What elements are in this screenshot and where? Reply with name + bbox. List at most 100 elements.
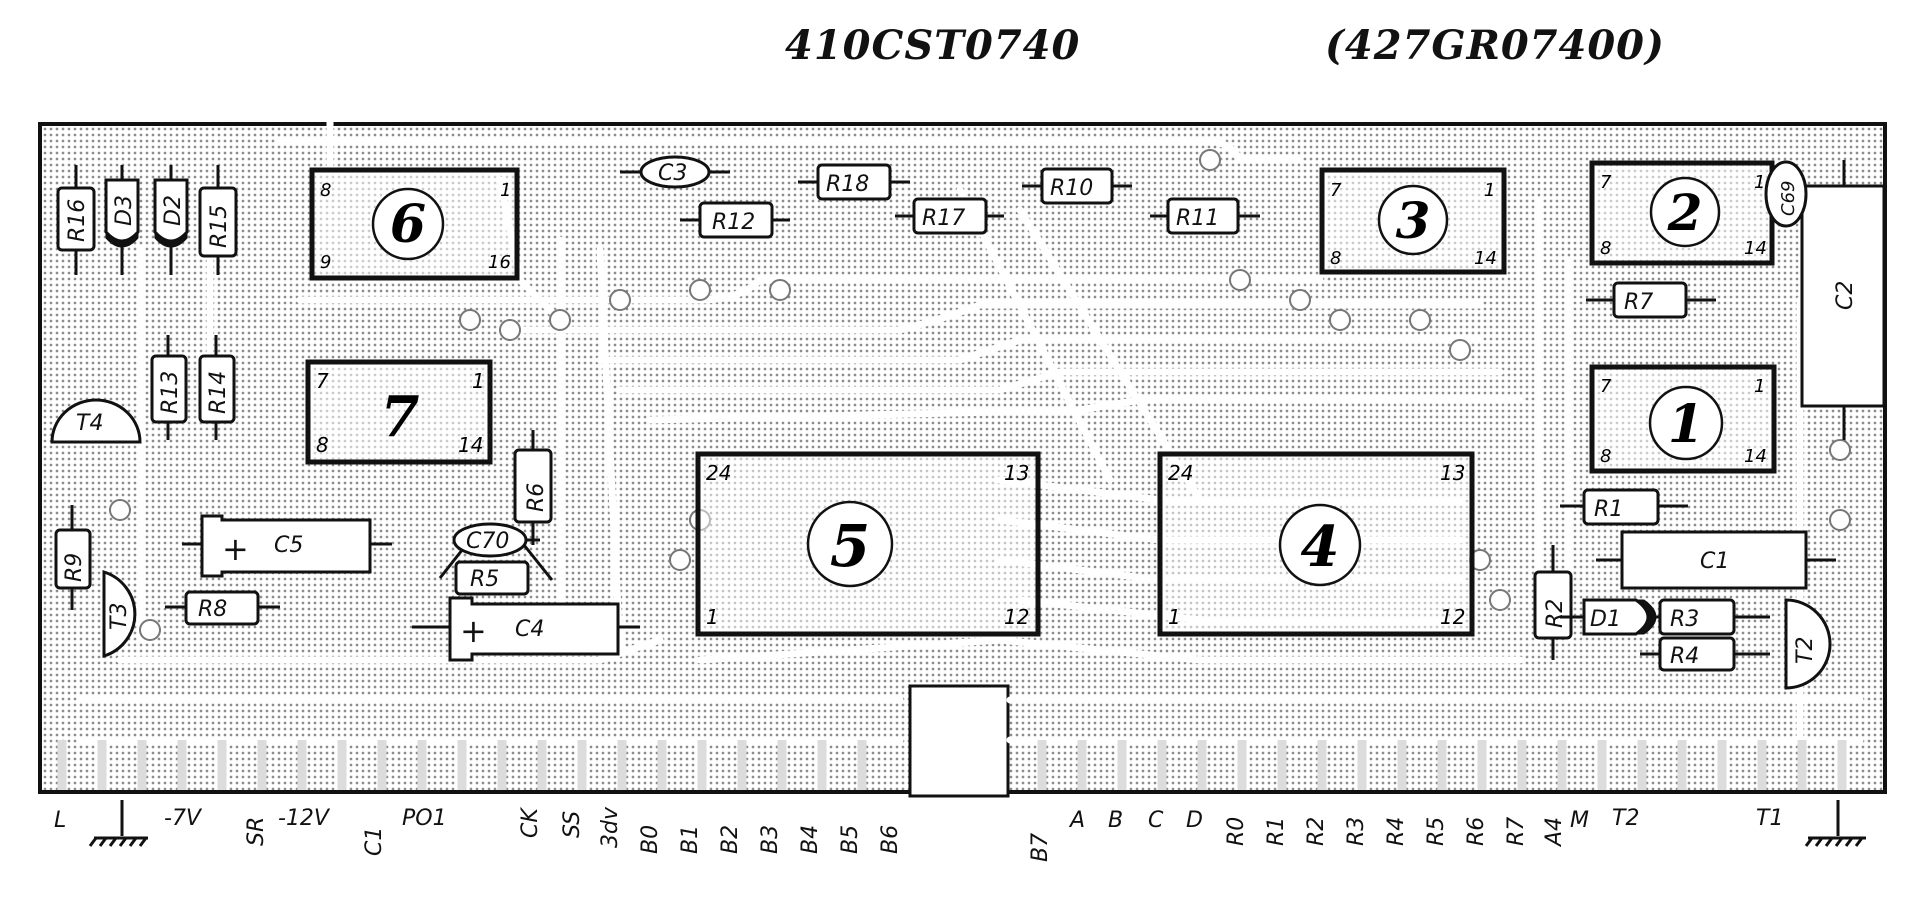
ic-5-pin-bl: 1 — [706, 605, 719, 629]
svg-text:T3: T3 — [107, 603, 132, 630]
edge-connector-fingers — [57, 740, 1847, 790]
resistor-r17: R17 — [895, 197, 1004, 235]
ic-5: 5 24 13 1 12 — [695, 451, 1041, 637]
capacitor-c70: C70 — [438, 522, 554, 581]
resistor-r9: R9 — [54, 505, 92, 610]
ic-7-number: 7 — [381, 384, 420, 450]
svg-text:D1: D1 — [1590, 607, 1621, 632]
diodes: D3 D2 D1 — [104, 165, 1657, 636]
pin-label-b7: B7 — [1028, 832, 1053, 862]
part-number-title: 410CST0740 — [785, 22, 1081, 69]
ic-5-pin-tr: 13 — [1004, 461, 1029, 485]
pin-label-t1: T1 — [1756, 806, 1784, 831]
capacitor-c69: C69 — [1764, 160, 1808, 228]
ic-4-pin-bl: 1 — [1168, 605, 1181, 629]
ic-1-pin-bl: 8 — [1600, 446, 1611, 467]
resistor-r2: R2 — [1533, 545, 1573, 660]
ic-4-pin-tl: 24 — [1168, 461, 1193, 485]
capacitor-c1: C1 — [1596, 530, 1836, 590]
svg-text:R12: R12 — [712, 210, 755, 235]
svg-text:R6: R6 — [524, 483, 549, 512]
ic-1-pin-tr: 1 — [1754, 376, 1765, 397]
svg-text:C3: C3 — [658, 161, 687, 186]
resistor-r5: R5 — [454, 560, 530, 596]
pin-label-b0: B0 — [638, 824, 663, 854]
pin-label-sr: SR — [244, 816, 269, 846]
ic-3-pin-tr: 1 — [1484, 180, 1495, 201]
resistor-r16: R16 — [56, 165, 96, 275]
resistor-r15: R15 — [198, 165, 238, 275]
pin-label-d: D — [1186, 808, 1203, 833]
resistor-r4: R4 — [1640, 636, 1770, 672]
pin-label-l: L — [54, 808, 67, 833]
pin-label-neg12v: -12V — [278, 806, 329, 831]
capacitor-c5: + C5 — [182, 514, 392, 578]
ic-1: 1 7 1 8 14 — [1589, 364, 1777, 474]
resistor-r18: R18 — [798, 163, 910, 201]
capacitor-c2: C2 — [1800, 160, 1886, 440]
pin-label-b2: B2 — [718, 824, 743, 854]
ic-7-pin-tr: 1 — [472, 369, 485, 393]
svg-text:R1: R1 — [1594, 497, 1623, 522]
ic-3-pin-bl: 8 — [1330, 248, 1341, 269]
ic-6: 6 8 1 9 16 — [309, 167, 520, 281]
ic-3: 3 7 1 8 14 — [1319, 167, 1507, 275]
resistor-r1: R1 — [1560, 488, 1688, 526]
resistor-r6: R6 — [513, 430, 553, 545]
ic-7: 7 7 1 8 14 — [305, 359, 493, 465]
resistor-r7: R7 — [1586, 281, 1716, 319]
ic-6-number: 6 — [390, 194, 426, 255]
pin-label-r0: R0 — [1224, 816, 1249, 846]
pin-label-r7: R7 — [1504, 816, 1529, 846]
ic-2-pin-tr: 1 — [1754, 172, 1765, 193]
svg-text:C70: C70 — [466, 529, 509, 554]
ic-5-pin-tl: 24 — [706, 461, 731, 485]
pin-label-3dv: 3dv — [598, 807, 623, 848]
pin-label-b: B — [1108, 808, 1124, 833]
transistor-t3: T3 — [102, 569, 137, 659]
ic-7-pin-bl: 8 — [316, 433, 329, 457]
resistor-r11: R11 — [1150, 197, 1260, 235]
pin-label-r5: R5 — [1424, 816, 1449, 846]
pin-label-ck: CK — [518, 808, 543, 838]
pin-label-b3: B3 — [758, 824, 783, 854]
capacitor-c4: + C4 — [412, 596, 640, 662]
svg-text:C5: C5 — [274, 533, 303, 558]
svg-text:C4: C4 — [515, 617, 544, 642]
ic-6-pin-tr: 1 — [500, 180, 511, 201]
resistors: R16 R15 R13 R14 R9 R8 R6 R5 R12 R18 R17 … — [54, 163, 1770, 672]
ic-4-number: 4 — [1301, 514, 1340, 580]
resistor-r12: R12 — [680, 201, 790, 239]
svg-text:C2: C2 — [1833, 281, 1858, 310]
ic-2-pin-tl: 7 — [1600, 172, 1612, 193]
ic-7-pin-tl: 7 — [316, 369, 329, 393]
ic-2: 2 7 1 8 14 — [1589, 160, 1775, 266]
ic-5-number: 5 — [830, 512, 870, 580]
pin-label-t2: T2 — [1612, 806, 1640, 831]
svg-text:T4: T4 — [76, 411, 103, 436]
diode-d3: D3 — [104, 165, 140, 275]
pin-label-b4: B4 — [798, 824, 823, 854]
pin-label-b1: B1 — [678, 824, 703, 854]
svg-text:R15: R15 — [207, 205, 232, 248]
pin-label-a: A — [1070, 808, 1086, 833]
capacitor-c3: C3 — [620, 155, 730, 189]
resistor-r10: R10 — [1022, 167, 1132, 205]
pin-label-po1: PO1 — [402, 806, 447, 831]
ic-2-number: 2 — [1667, 183, 1703, 242]
svg-text:R11: R11 — [1176, 206, 1219, 231]
resistor-r14: R14 — [198, 335, 236, 440]
ic-6-pin-bl: 9 — [320, 252, 331, 273]
ground-symbol-right-icon — [1804, 800, 1866, 847]
transistor-t2: T2 — [1784, 598, 1832, 690]
pin-label-r4: R4 — [1384, 816, 1409, 846]
svg-text:D3: D3 — [112, 195, 137, 226]
ic-3-number: 3 — [1396, 191, 1431, 250]
svg-text:R8: R8 — [198, 597, 227, 622]
svg-text:D2: D2 — [161, 195, 186, 226]
ic-4: 4 24 13 1 12 — [1157, 451, 1475, 637]
pin-label-r2: R2 — [1304, 816, 1329, 846]
svg-text:R2: R2 — [1543, 599, 1568, 628]
svg-text:T2: T2 — [1793, 637, 1818, 664]
svg-text:R10: R10 — [1050, 176, 1093, 201]
